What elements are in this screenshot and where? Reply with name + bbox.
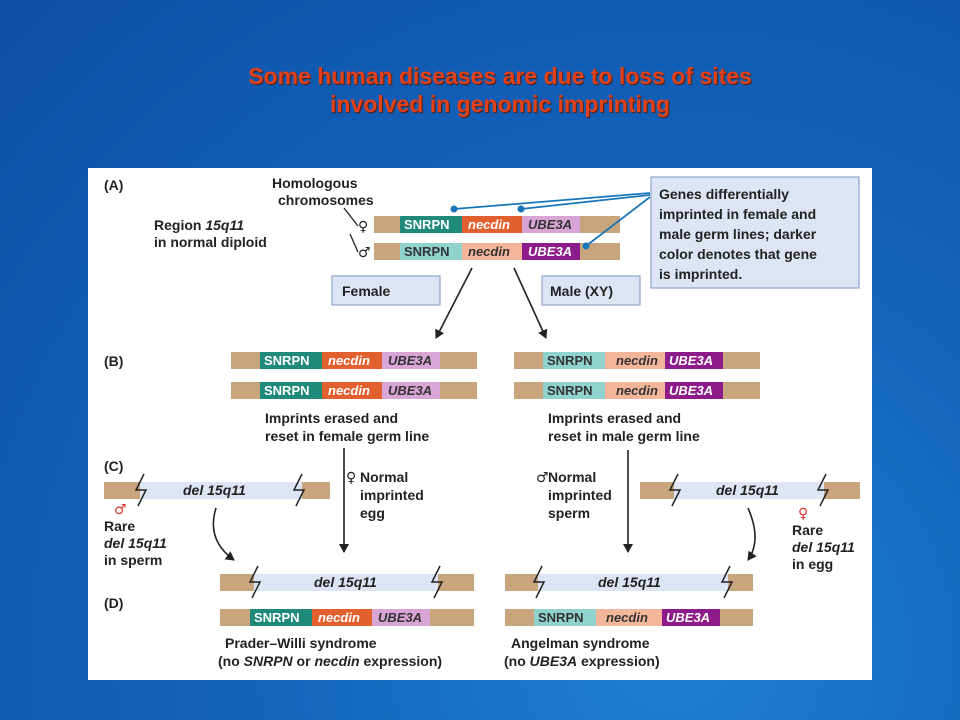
rare-egg-3: in egg bbox=[792, 556, 833, 572]
male-box: Male (XY) bbox=[541, 275, 641, 306]
normal-sperm-1: Normal bbox=[548, 469, 596, 485]
svg-text:SNRPN: SNRPN bbox=[404, 217, 450, 232]
callout-pointers bbox=[453, 192, 651, 247]
chromosome-b-male-2: SNRPN necdin UBE3A bbox=[514, 382, 760, 399]
rare-egg-1: Rare bbox=[792, 522, 823, 538]
normal-egg-2: imprinted bbox=[360, 487, 424, 503]
arrow-egg-to-as bbox=[747, 507, 757, 561]
normal-sperm-2: imprinted bbox=[548, 487, 612, 503]
chromosome-d-as-normal: SNRPN necdin UBE3A bbox=[505, 609, 753, 626]
male-symbol-c: ♂ bbox=[536, 470, 549, 486]
female-symbol-c: ♀ bbox=[346, 470, 356, 486]
svg-text:necdin: necdin bbox=[328, 353, 370, 368]
rare-sperm-1: Rare bbox=[104, 518, 135, 534]
svg-text:color denotes that gene: color denotes that gene bbox=[659, 246, 817, 262]
rare-sperm-3: in sperm bbox=[104, 552, 162, 568]
arrow-to-female bbox=[435, 267, 473, 339]
female-reset-caption-1: Imprints erased and bbox=[265, 410, 398, 426]
svg-text:SNRPN: SNRPN bbox=[404, 244, 450, 259]
chromosome-b-female-1: SNRPN necdin UBE3A bbox=[231, 352, 477, 369]
svg-text:SNRPN: SNRPN bbox=[254, 610, 300, 625]
rare-egg-2: del 15q11 bbox=[792, 539, 855, 555]
svg-text:imprinted in female and: imprinted in female and bbox=[659, 206, 816, 222]
svg-text:Female: Female bbox=[342, 283, 390, 299]
svg-text:UBE3A: UBE3A bbox=[669, 383, 713, 398]
svg-text:necdin: necdin bbox=[328, 383, 370, 398]
svg-text:is imprinted.: is imprinted. bbox=[659, 266, 742, 282]
imprinting-diagram: (A) Homologous chromosomes Region 15q11 … bbox=[104, 175, 860, 669]
region-label-1: Region 15q11 bbox=[154, 217, 244, 233]
svg-text:UBE3A: UBE3A bbox=[666, 610, 710, 625]
svg-text:UBE3A: UBE3A bbox=[388, 383, 432, 398]
pws-caption-2: (no SNRPN or necdin expression) bbox=[218, 653, 442, 669]
as-caption-1: Angelman syndrome bbox=[511, 635, 650, 651]
svg-text:male germ lines; darker: male germ lines; darker bbox=[659, 226, 817, 242]
figure-panel: (A) Homologous chromosomes Region 15q11 … bbox=[88, 168, 872, 680]
chromosome-b-female-2: SNRPN necdin UBE3A bbox=[231, 382, 477, 399]
slide-title: Some human diseases are due to loss of s… bbox=[0, 62, 960, 118]
imprinting-callout: Genes differentially imprinted in female… bbox=[650, 176, 860, 289]
svg-text:Genes differentially: Genes differentially bbox=[659, 186, 789, 202]
chromosome-a-female: SNRPN necdin UBE3A bbox=[374, 216, 620, 233]
svg-text:necdin: necdin bbox=[468, 244, 510, 259]
svg-text:necdin: necdin bbox=[468, 217, 510, 232]
svg-text:SNRPN: SNRPN bbox=[538, 610, 584, 625]
svg-text:UBE3A: UBE3A bbox=[388, 353, 432, 368]
chromosome-d-pws-deletion: del 15q11 bbox=[220, 565, 474, 599]
svg-text:UBE3A: UBE3A bbox=[528, 217, 572, 232]
arrow-to-male bbox=[513, 267, 548, 339]
svg-text:Male (XY): Male (XY) bbox=[550, 283, 613, 299]
male-reset-caption-2: reset in male germ line bbox=[548, 428, 700, 444]
svg-text:necdin: necdin bbox=[616, 383, 658, 398]
chromosome-c-egg-deletion: del 15q11 bbox=[640, 473, 860, 507]
normal-egg-3: egg bbox=[360, 505, 385, 521]
as-caption-2: (no UBE3A expression) bbox=[504, 653, 660, 669]
svg-text:necdin: necdin bbox=[616, 353, 658, 368]
svg-text:del 15q11: del 15q11 bbox=[598, 574, 661, 590]
svg-text:SNRPN: SNRPN bbox=[264, 353, 310, 368]
svg-text:del 15q11: del 15q11 bbox=[716, 482, 779, 498]
svg-text:necdin: necdin bbox=[606, 610, 648, 625]
svg-text:del 15q11: del 15q11 bbox=[314, 574, 377, 590]
svg-text:del 15q11: del 15q11 bbox=[183, 482, 246, 498]
label-a: (A) bbox=[104, 177, 123, 193]
female-symbol-c-right: ♀ bbox=[798, 506, 808, 522]
male-symbol-a: ♂ bbox=[358, 245, 371, 261]
homolog-pointer-lines bbox=[343, 207, 359, 253]
region-label-2: in normal diploid bbox=[154, 234, 267, 250]
pws-caption-1: Prader–Willi syndrome bbox=[225, 635, 377, 651]
normal-egg-1: Normal bbox=[360, 469, 408, 485]
label-b: (B) bbox=[104, 353, 123, 369]
chromosome-d-as-deletion: del 15q11 bbox=[505, 565, 753, 599]
svg-text:SNRPN: SNRPN bbox=[547, 353, 593, 368]
chromosome-a-male: SNRPN necdin UBE3A bbox=[374, 243, 620, 260]
label-c: (C) bbox=[104, 458, 123, 474]
normal-sperm-3: sperm bbox=[548, 505, 590, 521]
svg-text:SNRPN: SNRPN bbox=[264, 383, 310, 398]
rare-sperm-2: del 15q11 bbox=[104, 535, 167, 551]
title-line-1: Some human diseases are due to loss of s… bbox=[248, 63, 752, 89]
svg-text:SNRPN: SNRPN bbox=[547, 383, 593, 398]
chromosome-c-sperm-deletion: del 15q11 bbox=[104, 473, 330, 507]
homologous-label-2: chromosomes bbox=[278, 192, 374, 208]
svg-text:UBE3A: UBE3A bbox=[528, 244, 572, 259]
title-line-2: involved in genomic imprinting bbox=[330, 91, 670, 117]
svg-text:necdin: necdin bbox=[318, 610, 360, 625]
male-symbol-c-left: ♂ bbox=[114, 502, 127, 518]
female-symbol-a: ♀ bbox=[358, 219, 368, 235]
svg-text:UBE3A: UBE3A bbox=[378, 610, 422, 625]
svg-text:UBE3A: UBE3A bbox=[669, 353, 713, 368]
label-d: (D) bbox=[104, 595, 123, 611]
chromosome-b-male-1: SNRPN necdin UBE3A bbox=[514, 352, 760, 369]
female-reset-caption-2: reset in female germ line bbox=[265, 428, 429, 444]
male-reset-caption-1: Imprints erased and bbox=[548, 410, 681, 426]
arrow-sperm-to-pws bbox=[212, 507, 235, 561]
female-box: Female bbox=[331, 275, 441, 306]
homologous-label-1: Homologous bbox=[272, 175, 358, 191]
chromosome-d-pws-normal: SNRPN necdin UBE3A bbox=[220, 609, 474, 626]
